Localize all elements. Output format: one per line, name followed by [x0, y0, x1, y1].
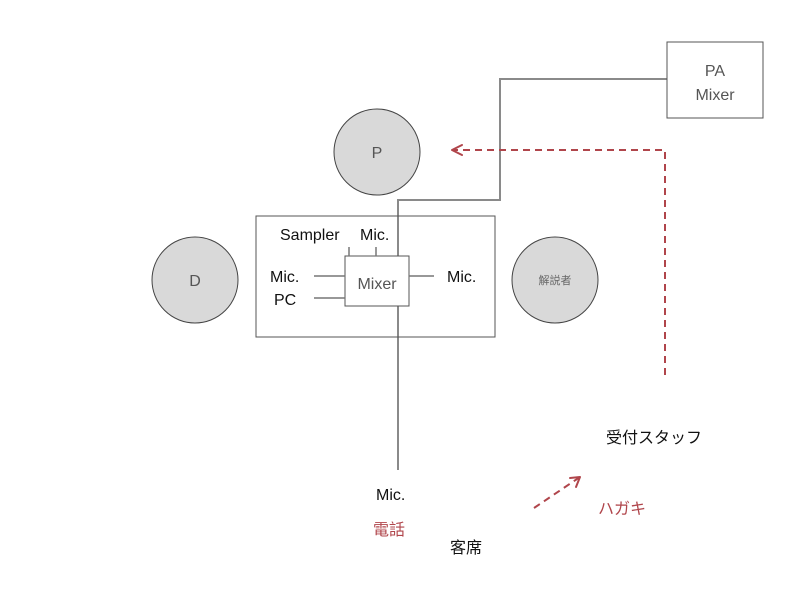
pa-mixer-label-line-1: PA [705, 63, 725, 80]
p-node [333, 108, 421, 196]
d-node-label: D [189, 273, 201, 290]
p-node-label: P [372, 145, 383, 162]
pa-mixer-label-line-2: Mixer [695, 87, 735, 104]
d-node [151, 236, 239, 324]
audience-to-staff-arrowhead [569, 476, 581, 488]
reception-staff-label: 受付スタッフ [606, 428, 702, 447]
pa-mixer-box [666, 41, 764, 119]
mic-right-label: Mic. [447, 269, 476, 286]
pc-label: PC [274, 292, 296, 309]
commentator-node [511, 236, 599, 324]
mic-top-label: Mic. [360, 227, 389, 244]
sampler-label: Sampler [280, 227, 340, 244]
commentator-label: 解説者 [539, 273, 572, 287]
audience-to-staff-arrow [533, 476, 581, 509]
postcard-label: ハガキ [598, 499, 646, 518]
mixer-box [344, 255, 410, 307]
mic-bottom-label: Mic. [376, 487, 405, 504]
phone-label: 電話 [373, 520, 405, 539]
postcard-route-arrowhead [451, 144, 463, 156]
mixer-table [255, 215, 496, 338]
postcard-route-arrow [454, 149, 666, 375]
mixer-to-pa-cable [397, 78, 667, 256]
mic-left-label: Mic. [270, 269, 299, 286]
mixer-label: Mixer [357, 276, 397, 293]
audience-label: 客席 [450, 538, 482, 557]
